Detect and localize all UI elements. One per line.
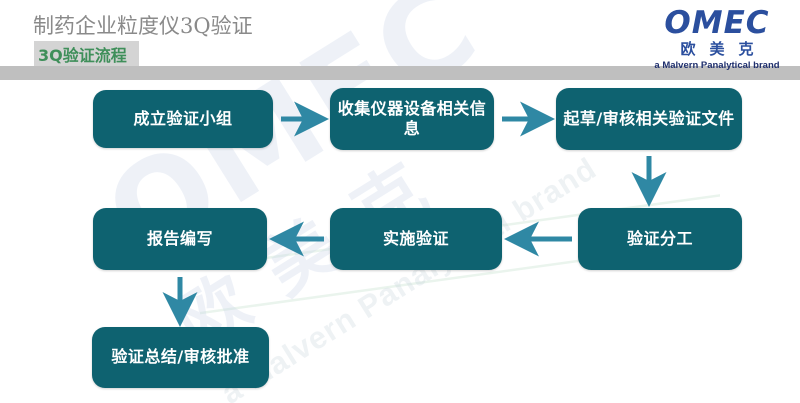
flow-node-label: 实施验证: [382, 228, 449, 248]
page-title: 制药企业粒度仪3Q验证: [33, 14, 253, 38]
flow-node-collect-instrument-info[interactable]: 收集仪器设备相关信息: [330, 88, 494, 150]
logo-tagline: a Malvern Panalytical brand: [654, 60, 780, 71]
logo-wordmark: OMEC: [664, 5, 770, 41]
flow-node-label: 起草/审核相关验证文件: [563, 108, 735, 128]
watermark-chinese: 欧美克: [161, 131, 470, 366]
flow-node-validation-summary-approval[interactable]: 验证总结/审核批准: [92, 327, 269, 388]
flow-node-draft-review-documents[interactable]: 起草/审核相关验证文件: [556, 88, 742, 150]
logo-chinese-name: 欧美克: [680, 40, 768, 58]
section-subtitle-label: 3Q验证流程: [38, 45, 127, 65]
flow-node-label: 验证总结/审核批准: [111, 347, 250, 367]
flow-node-execute-validation[interactable]: 实施验证: [330, 208, 502, 270]
flow-node-establish-validation-team[interactable]: 成立验证小组: [93, 90, 273, 148]
flow-node-label: 报告编写: [146, 228, 213, 248]
flow-node-label: 验证分工: [626, 228, 693, 248]
header-divider-bar: [0, 66, 800, 80]
flow-node-label: 成立验证小组: [133, 108, 233, 128]
flow-node-label: 收集仪器设备相关信息: [337, 98, 487, 138]
section-subtitle-badge: 3Q验证流程: [34, 41, 139, 66]
omec-logo: OMEC 欧美克 a Malvern Panalytical brand: [642, 8, 792, 71]
flow-node-validation-division-of-work[interactable]: 验证分工: [578, 208, 742, 270]
flow-node-report-writing[interactable]: 报告编写: [93, 208, 267, 270]
